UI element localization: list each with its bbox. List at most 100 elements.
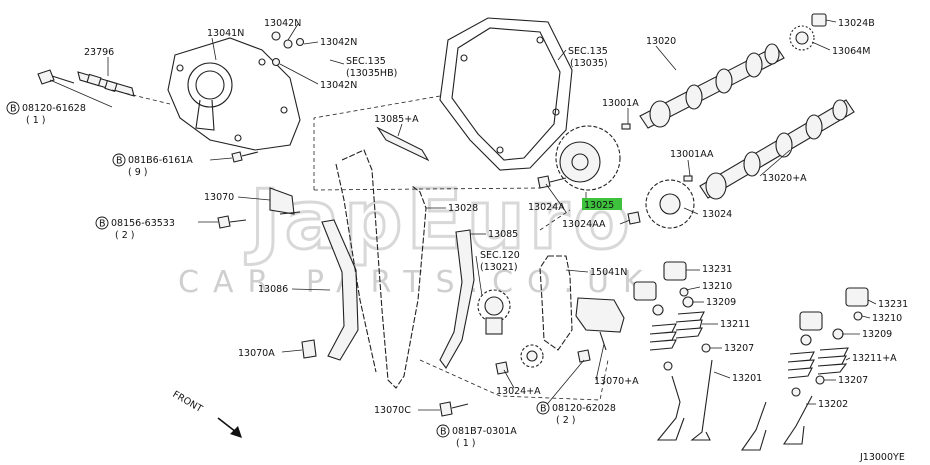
label-13210-b: 13210: [872, 313, 902, 324]
part-labels: 23796 13041N 13042N 13042N 13042N SEC.13…: [22, 18, 908, 449]
camshaft-13020: [639, 43, 785, 129]
watermark-tagline: CAR PARTS.CO.UK: [178, 265, 657, 300]
watermark-brand: JapEuro: [245, 173, 634, 268]
label-13041N: 13041N: [207, 28, 244, 39]
tension-guide-13086: [321, 219, 359, 361]
label-13024: 13024: [702, 209, 732, 220]
bolt-08156-63533: [217, 215, 247, 229]
crank-sprocket-sec120: [477, 289, 511, 335]
bolt-13024B: [811, 13, 827, 27]
front-arrow-icon: [217, 417, 237, 433]
bolt-symbol-081B7-0301A: B: [436, 424, 450, 438]
bolt-symbol-081B6-6161A: B: [112, 153, 126, 167]
label-08156-63533-qty: ( 2 ): [115, 230, 135, 241]
front-label: FRONT: [171, 389, 205, 415]
svg-text:B: B: [540, 404, 547, 415]
chain-guide-13085A: [376, 126, 430, 162]
label-081B6-6161A: 081B6-6161A: [128, 155, 193, 166]
bolt-13070A: [301, 339, 317, 359]
bolt-symbol-08120-61628: B: [6, 101, 20, 115]
valve-train-stack-a: [633, 261, 713, 441]
bolt-081B7-0301A: [439, 401, 469, 417]
label-13202: 13202: [818, 399, 848, 410]
label-13210-a: 13210: [702, 281, 732, 292]
label-081B7-0301A-qty: ( 1 ): [456, 438, 476, 449]
label-13085A: 13085+A: [374, 114, 419, 125]
assembly-line-3: [419, 359, 609, 401]
assembly-line-4: [539, 209, 571, 231]
label-15041N: 15041N: [590, 267, 627, 278]
bolt-symbol-08120-62028: B: [536, 401, 550, 415]
seal-13042N-4: [295, 37, 305, 47]
dowel-13001A: [621, 123, 631, 130]
label-13001AA: 13001AA: [670, 149, 714, 160]
front-indicator: FRONT: [171, 389, 242, 438]
slack-guide-13085: [439, 229, 475, 369]
label-13064M: 13064M: [832, 46, 870, 57]
bolt-13024plusA: [495, 361, 509, 375]
front-cover-13041N: [167, 37, 301, 151]
label-13025: 13025: [584, 200, 614, 211]
valve-train-stack-b: [740, 287, 869, 451]
label-sec135-b: SEC.135: [568, 46, 608, 57]
leader-lines: [49, 19, 877, 411]
bolt-08120-61628: [37, 69, 75, 85]
svg-text:B: B: [10, 104, 17, 115]
label-13020A: 13020+A: [762, 173, 807, 184]
label-08120-62028: 08120-62028: [552, 403, 616, 414]
assembly-line-5: [111, 89, 171, 105]
label-sec135-b-sub: (13035): [570, 58, 608, 69]
label-23796: 23796: [84, 47, 114, 58]
label-13028: 13028: [448, 203, 478, 214]
seal-13042N-2: [283, 39, 293, 49]
label-sec120-sub: (13021): [480, 262, 518, 273]
camshaft-13020A: [699, 99, 855, 200]
label-13209-a: 13209: [706, 297, 736, 308]
assembly-line-1: [313, 95, 441, 190]
label-13070plusA: 13070+A: [594, 376, 639, 387]
label-13086: 13086: [258, 284, 288, 295]
shaft-23796: [77, 71, 135, 97]
rear-housing-sec135: [439, 17, 573, 171]
label-13070C: 13070C: [374, 405, 411, 416]
label-13042N-top: 13042N: [264, 18, 301, 29]
svg-text:B: B: [440, 427, 447, 438]
gear-13064M: [789, 25, 815, 51]
label-sec135-a-sub: (13035HB): [346, 68, 397, 79]
tensioner-13070A: [575, 297, 625, 351]
label-13042N-low: 13042N: [320, 80, 357, 91]
label-sec135-a: SEC.135: [346, 56, 386, 67]
label-13024plusA: 13024+A: [496, 386, 541, 397]
bolt-symbol-08156-63533: B: [95, 216, 109, 230]
label-13231-b: 13231: [878, 299, 908, 310]
label-13042N-mid: 13042N: [320, 37, 357, 48]
label-081B6-6161A-qty: ( 9 ): [128, 167, 148, 178]
label-13207-b: 13207: [838, 375, 868, 386]
label-08120-61628: 08120-61628: [22, 103, 86, 114]
sprocket-13024A-lower: [520, 344, 544, 368]
label-sec120: SEC.120: [480, 250, 520, 261]
label-13024A: 13024A: [528, 202, 565, 213]
label-13001A: 13001A: [602, 98, 639, 109]
label-13231-a: 13231: [702, 264, 732, 275]
label-08156-63533: 08156-63533: [111, 218, 175, 229]
label-13085: 13085: [488, 229, 518, 240]
bolt-13024AA: [627, 211, 641, 225]
front-arrowhead-icon: [230, 426, 242, 438]
label-13201: 13201: [732, 373, 762, 384]
label-13024AA: 13024AA: [562, 219, 606, 230]
label-13207-a: 13207: [724, 343, 754, 354]
bolt-08120-62028: [577, 349, 591, 363]
label-13070: 13070: [204, 192, 234, 203]
label-08120-61628-qty: ( 1 ): [26, 115, 46, 126]
svg-text:B: B: [116, 156, 123, 167]
label-13070A: 13070A: [238, 348, 275, 359]
svg-text:B: B: [99, 219, 106, 230]
seal-13042N-1: [271, 31, 281, 41]
label-13020: 13020: [646, 36, 676, 47]
assembly-line-2: [313, 187, 541, 191]
dowel-13001AA: [683, 175, 693, 182]
vtc-sprocket-13025: [555, 125, 621, 191]
seal-13042N-3: [271, 57, 281, 67]
